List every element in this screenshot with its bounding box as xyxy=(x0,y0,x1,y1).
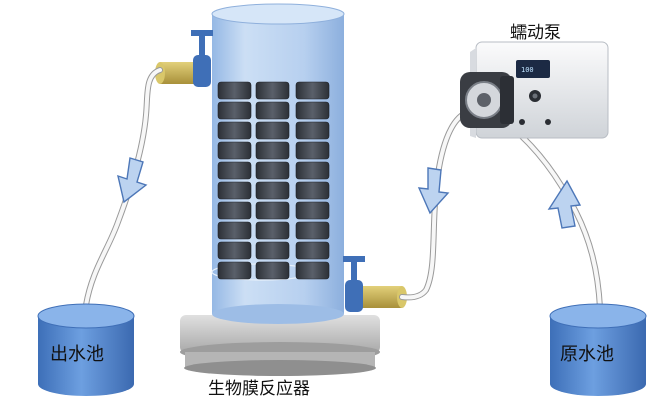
carrier-block xyxy=(295,261,330,280)
peristaltic-pump xyxy=(460,41,609,139)
carrier-block xyxy=(295,161,330,180)
carrier-block xyxy=(255,221,290,240)
reactor-label: 生物膜反应器 xyxy=(208,379,310,399)
flow-arrow-icon xyxy=(417,167,450,215)
outlet-valve xyxy=(155,30,213,87)
outlet-tank-label: 出水池 xyxy=(50,344,104,365)
carrier-block xyxy=(217,141,252,160)
carrier-block xyxy=(295,221,330,240)
carrier-block xyxy=(295,181,330,200)
carrier-block xyxy=(295,101,330,120)
carrier-block xyxy=(255,141,290,160)
flow-arrow-icon xyxy=(117,157,148,204)
carrier-block xyxy=(255,181,290,200)
carrier-block xyxy=(255,121,290,140)
carrier-block xyxy=(217,181,252,200)
flow-arrow-icon xyxy=(547,179,582,229)
carrier-block xyxy=(217,221,252,240)
carrier-block xyxy=(255,101,290,120)
pump-label: 蠕动泵 xyxy=(510,23,561,43)
carrier-block xyxy=(295,201,330,220)
carrier-block xyxy=(217,261,252,280)
carrier-block xyxy=(295,241,330,260)
carrier-block xyxy=(255,161,290,180)
carrier-block xyxy=(217,121,252,140)
reactor-base xyxy=(180,315,380,376)
carrier-block xyxy=(217,201,252,220)
outlet-tank xyxy=(37,303,135,396)
carrier-block xyxy=(255,241,290,260)
carrier-block xyxy=(217,161,252,180)
carrier-block xyxy=(255,261,290,280)
carrier-block xyxy=(255,81,290,100)
carrier-block xyxy=(217,101,252,120)
source-tank-label: 原水池 xyxy=(560,344,614,365)
carrier-block xyxy=(295,121,330,140)
carrier-media-grid xyxy=(217,81,330,280)
inlet-valve xyxy=(343,256,407,312)
carrier-block xyxy=(255,201,290,220)
carrier-block xyxy=(295,141,330,160)
carrier-block xyxy=(295,81,330,100)
carrier-block xyxy=(217,81,252,100)
carrier-block xyxy=(217,241,252,260)
pump-display-readout: 100 xyxy=(521,66,534,74)
source-tank xyxy=(549,303,647,396)
